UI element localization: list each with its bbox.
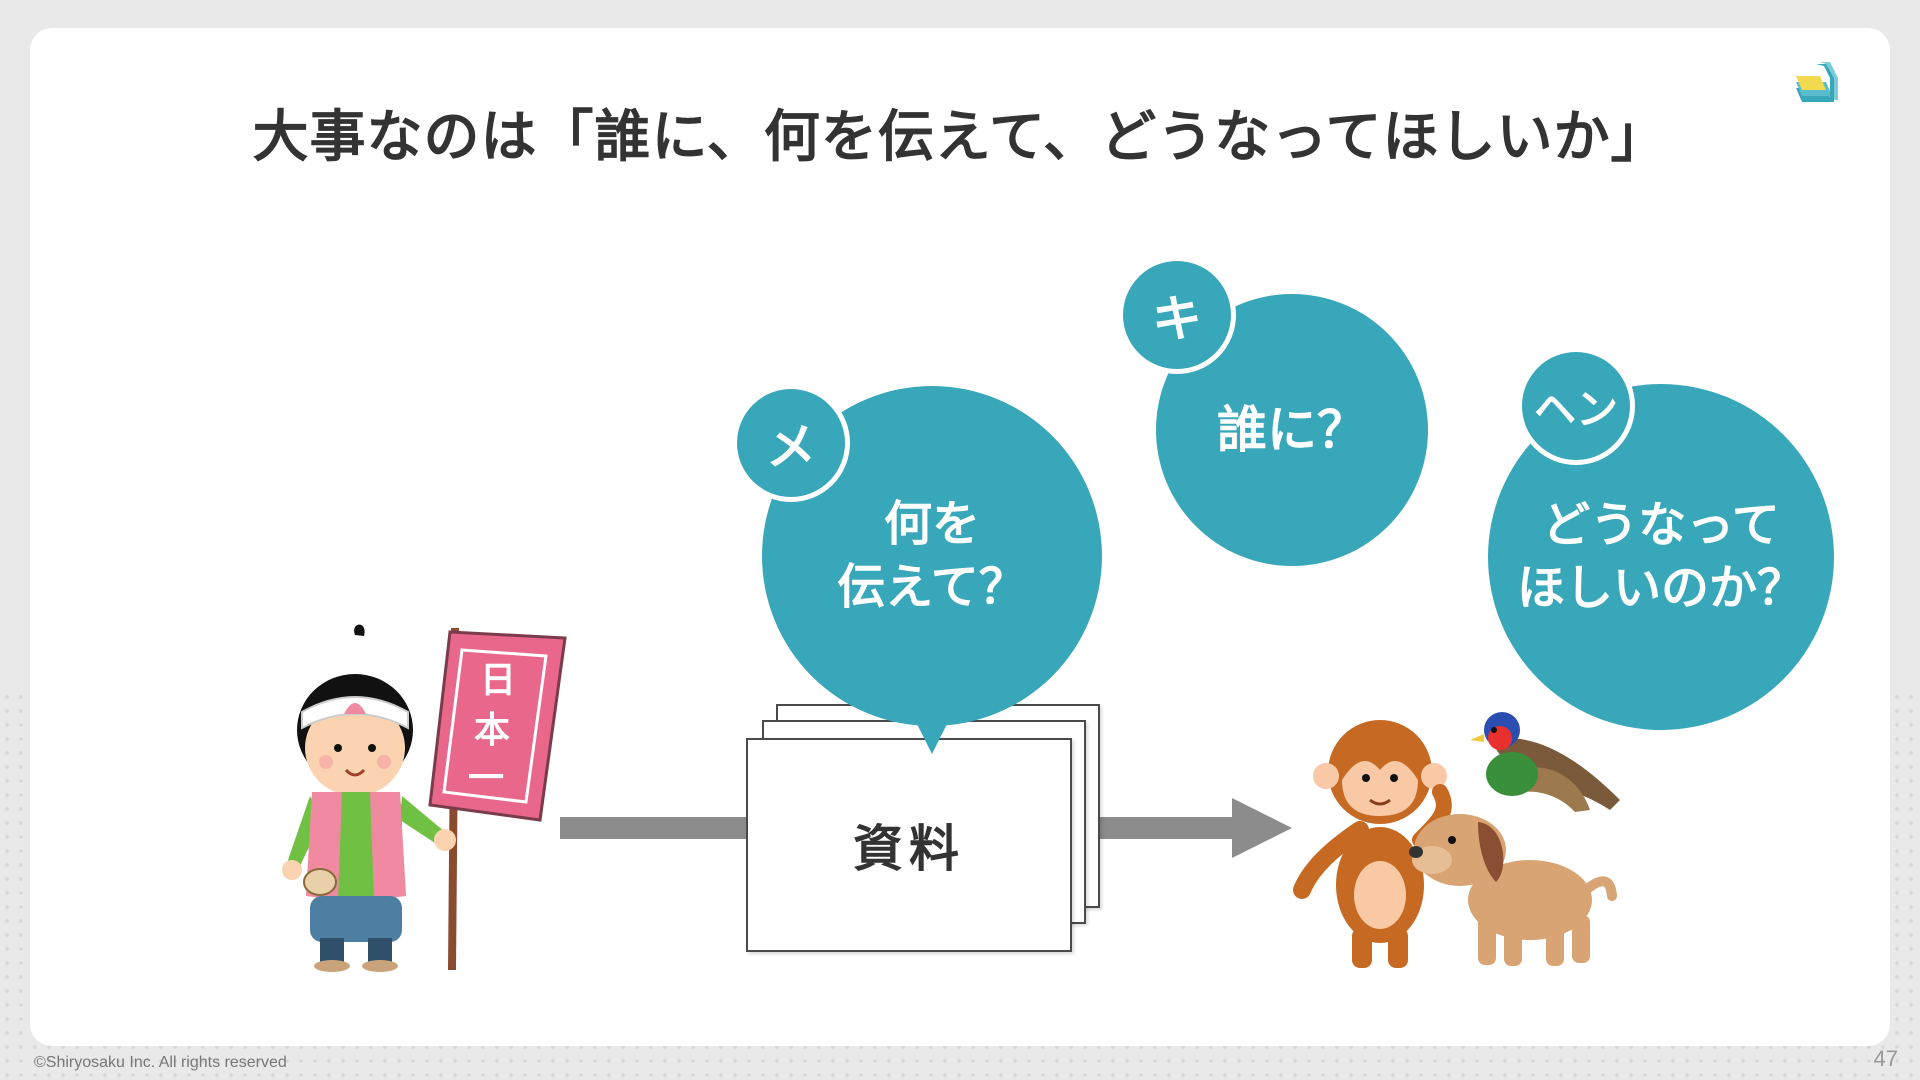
document-label: 資料 — [853, 809, 965, 881]
pheasant — [1470, 712, 1620, 812]
flag-char-3: 一 — [468, 758, 504, 799]
badge-change: ヘン — [1517, 347, 1635, 465]
bubble-who-line1: 誰に？ — [1217, 397, 1367, 463]
company-logo-icon — [1790, 58, 1846, 114]
bubble-what-line1: 何を — [837, 493, 1027, 556]
badge-key: キ — [1118, 256, 1236, 374]
bubble-what-line2: 伝えて？ — [837, 556, 1027, 619]
speech-bubble-tail — [912, 714, 952, 754]
flag-char-2: 本 — [474, 710, 510, 751]
slide-title: 大事なのは「誰に、何を伝えて、どうなってほしいか」 — [0, 92, 1920, 173]
copyright-footer: ©Shiryosaku Inc. All rights reserved — [34, 1054, 287, 1072]
bubble-how-line1: どうなって — [1517, 494, 1805, 557]
flow-arrow-head — [1232, 798, 1292, 858]
nippon-ichi-flag: 日 本 一 — [430, 632, 565, 820]
bubble-how-line2: ほしいのか？ — [1517, 557, 1805, 620]
animals-illustration — [1290, 700, 1640, 970]
dog — [1409, 814, 1612, 966]
badge-message: メ — [732, 384, 850, 502]
page-number: 47 — [1874, 1046, 1898, 1072]
flag-char-1: 日 — [480, 660, 516, 701]
momotaro-illustration: 日 本 一 — [240, 620, 580, 980]
document-sheet-front: 資料 — [746, 738, 1072, 952]
